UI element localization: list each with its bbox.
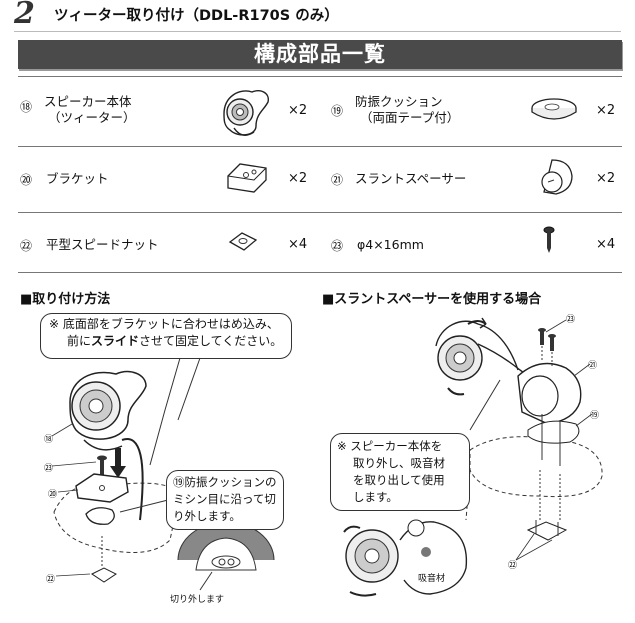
section-title-mounting: ■取り付け方法	[20, 292, 111, 307]
header-divider	[14, 31, 621, 32]
note-line: 前にスライドさせて固定してください。	[49, 333, 283, 350]
callout-label: ㉑	[588, 361, 598, 371]
note-line: ※ スピーカー本体を	[337, 439, 443, 453]
cushion-note: ⑲防振クッションの ミシン目に沿って切 り外します。	[166, 470, 284, 530]
mounting-note: ※ 底面部をブラケットに合わせはめ込み、 前にスライドさせて固定してください。	[40, 313, 292, 359]
section-title-slant-spacer: ■スラントスペーサーを使用する場合	[322, 292, 542, 307]
part-name: φ4×16mm	[357, 237, 424, 252]
part-number: ㉒	[20, 239, 33, 253]
bracket-icon	[227, 163, 267, 193]
callout-label: ⑱	[44, 435, 54, 445]
part-number: ㉓	[331, 239, 344, 253]
banner-title: 構成部品一覧	[254, 42, 386, 66]
part-quantity: ×2	[596, 103, 616, 118]
parts-divider	[18, 76, 622, 77]
speed-nut-icon	[228, 232, 258, 251]
note-line: ⑲防振クッションの	[173, 474, 277, 491]
note-text: 前に	[67, 334, 92, 348]
step-title: ツィーター取り付け（DDL-R170S のみ）	[54, 8, 339, 24]
spacer-icon	[541, 159, 573, 195]
part-quantity: ×2	[596, 171, 616, 186]
part-name-sub: （ツィーター）	[48, 110, 136, 125]
screw-icon	[543, 226, 555, 253]
part-name-sub: （両面テープ付）	[360, 110, 460, 125]
callout-label: ㉒	[508, 561, 518, 571]
part-name: スピーカー本体	[44, 94, 132, 109]
note-text: 防振クッションの	[184, 475, 277, 489]
part-number: ⑳	[20, 173, 33, 187]
part-name: スラントスペーサー	[355, 171, 467, 186]
part-name: 平型スピードナット	[46, 237, 159, 252]
part-name: 防振クッション	[355, 94, 443, 109]
part-name: ブラケット	[46, 171, 109, 186]
note-line: 取り外し、吸音材	[353, 456, 445, 470]
note-line: ミシン目に沿って切	[173, 492, 276, 506]
parts-divider	[18, 212, 622, 213]
part-quantity: ×2	[288, 103, 308, 118]
part-quantity: ×2	[288, 171, 308, 186]
note-emphasis: スライド	[91, 334, 140, 348]
tweeter-icon	[223, 90, 269, 136]
step-number: 2	[14, 0, 35, 31]
part-number: ⑲	[331, 104, 344, 118]
part-quantity: ×4	[288, 237, 308, 252]
part-quantity: ×4	[596, 237, 616, 252]
note-text: させて固定してください。	[139, 334, 283, 348]
absorber-label: 吸音材	[418, 574, 446, 584]
note-line: ※ 底面部をブラケットに合わせはめ込み、	[49, 317, 279, 331]
banner-background	[18, 40, 622, 69]
callout-label: ㉒	[46, 575, 56, 585]
parts-divider	[18, 272, 622, 273]
absorber-note: ※ スピーカー本体を 取り外し、吸音材 を取り出して使用 します。	[330, 433, 470, 511]
callout-label: ⑳	[48, 490, 58, 500]
cut-label: 切り外します	[170, 595, 225, 605]
note-line: します。	[353, 490, 398, 504]
part-number: ㉑	[331, 173, 344, 187]
note-number: ⑲	[173, 475, 185, 489]
callout-label: ㉓	[566, 315, 576, 325]
part-number: ⑱	[20, 100, 33, 114]
note-line: を取り出して使用	[353, 473, 445, 487]
note-line: り外します。	[173, 509, 241, 523]
cushion-icon	[531, 98, 577, 120]
callout-label: ⑲	[590, 411, 600, 421]
callout-label: ㉓	[44, 464, 54, 474]
parts-divider	[18, 146, 622, 147]
